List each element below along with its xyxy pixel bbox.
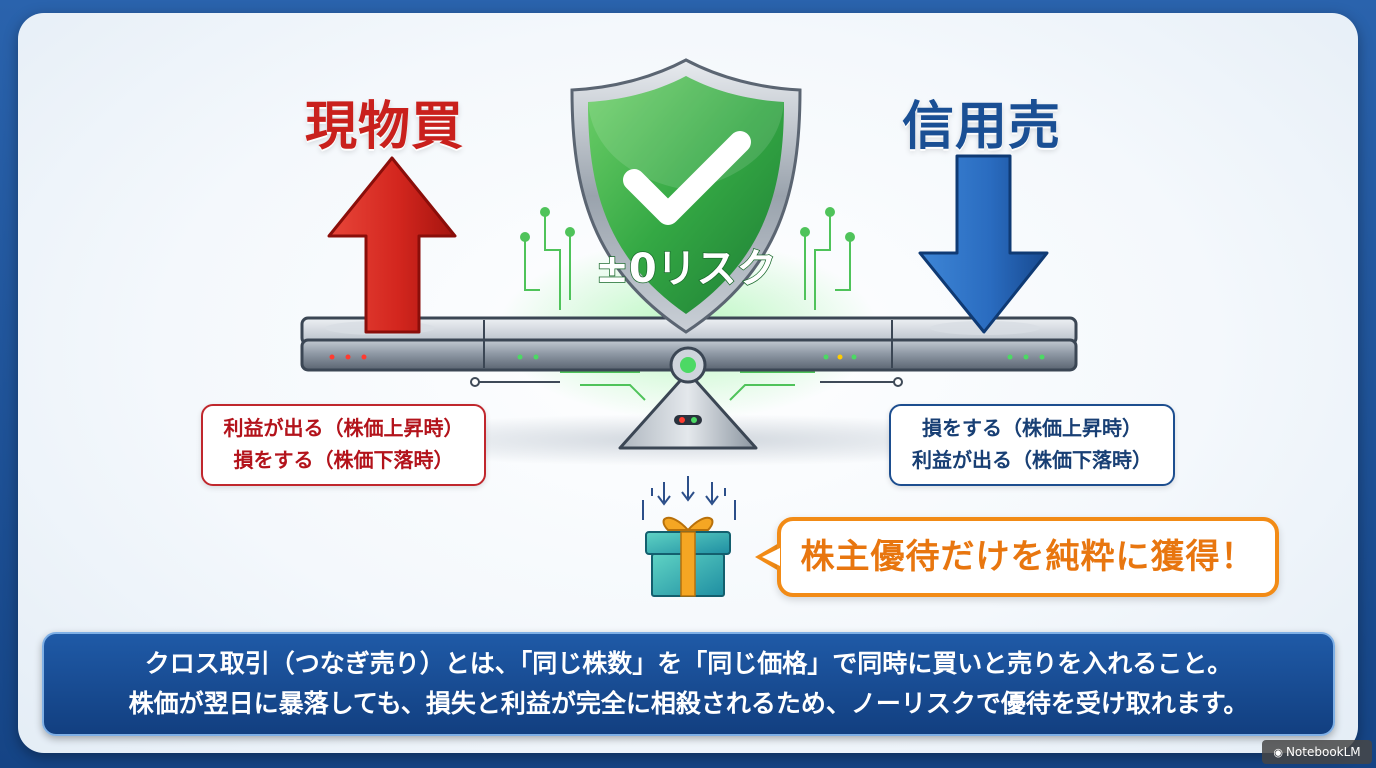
shield-label: ±0リスク	[595, 246, 776, 292]
circuit-lines-dark	[470, 377, 903, 387]
right-info-box: 損をする（株価上昇時） 利益が出る（株価下落時）	[889, 404, 1175, 486]
explanation-box: クロス取引（つなぎ売り）とは、「同じ株数」を「同じ価格」で同時に買いと売りを入れ…	[42, 632, 1335, 736]
fulcrum	[618, 346, 758, 450]
watermark-text: NotebookLM	[1285, 745, 1361, 759]
shield-icon: ±0リスク	[570, 58, 802, 334]
explanation-line1: クロス取引（つなぎ売り）とは、「同じ株数」を「同じ価格」で同時に買いと売りを入れ…	[144, 649, 1233, 678]
checkmark-icon	[623, 131, 751, 225]
benefit-bubble: 株主優待だけを純粋に獲得！	[777, 517, 1279, 597]
left-info-line1: 利益が出る（株価上昇時）	[223, 416, 464, 440]
right-info-line1: 損をする（株価上昇時）	[922, 416, 1142, 440]
circuit-lines	[520, 207, 855, 401]
notebook-icon: ◉	[1273, 746, 1283, 759]
gift-box-icon	[642, 476, 736, 597]
up-arrow-icon	[327, 156, 457, 334]
watermark-badge: ◉NotebookLM	[1262, 740, 1372, 764]
explanation-line2: 株価が翌日に暴落しても、損失と利益が完全に相殺されるため、ノーリスクで優待を受け…	[128, 689, 1249, 718]
right-info-line2: 利益が出る（株価下落時）	[912, 448, 1152, 472]
down-arrow-icon	[918, 154, 1049, 334]
beam-leds	[329, 354, 1045, 360]
bubble-tail-inner	[762, 548, 780, 566]
left-info-box: 利益が出る（株価上昇時） 損をする（株価下落時）	[201, 404, 486, 486]
left-info-line2: 損をする（株価下落時）	[233, 448, 454, 472]
left-title: 現物買	[305, 97, 465, 157]
right-title: 信用売	[902, 97, 1062, 157]
